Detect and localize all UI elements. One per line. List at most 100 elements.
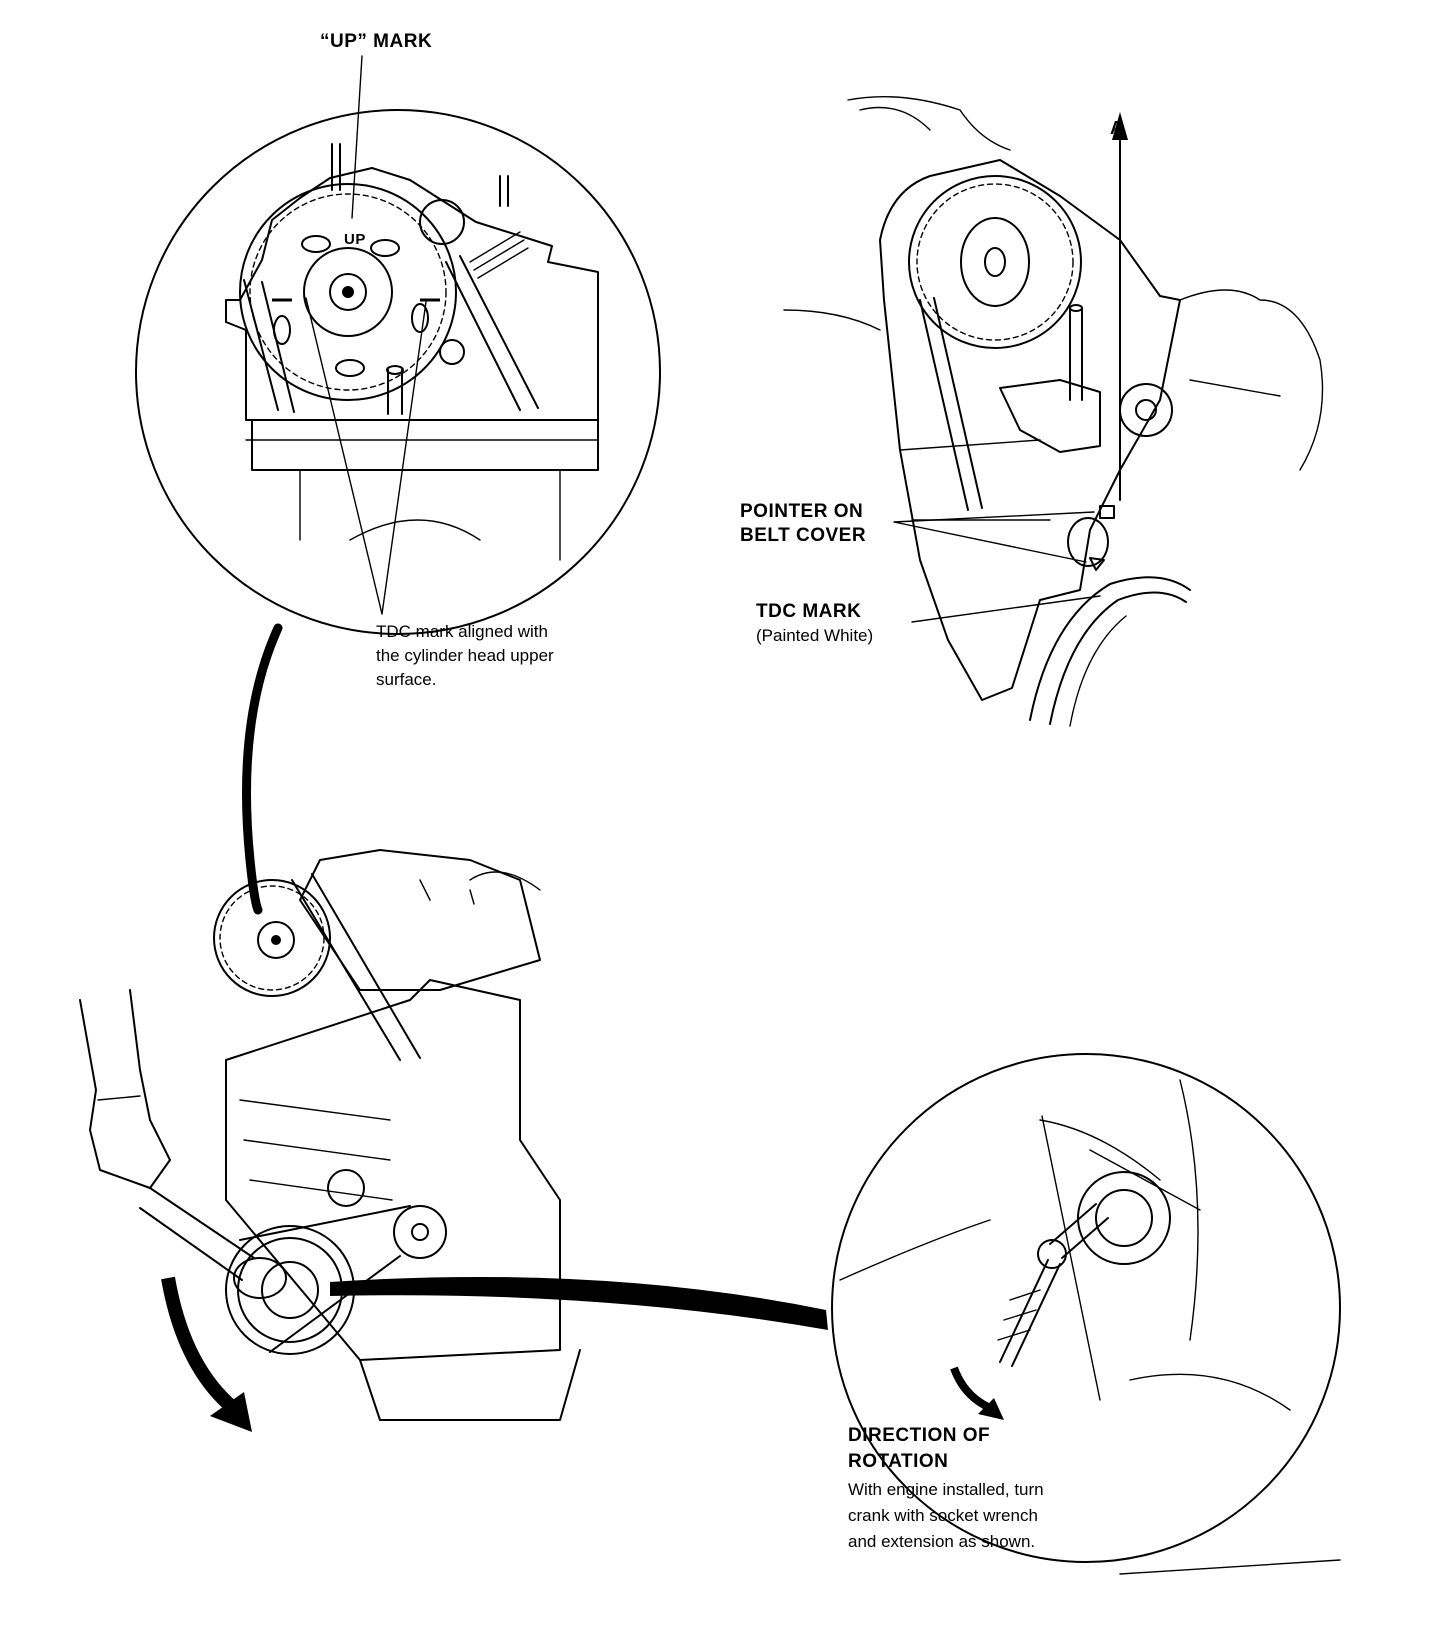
detail-extension <box>1049 1203 1109 1259</box>
cam-pulley-right-hub <box>960 217 1030 307</box>
tdc-mark-leader-right <box>911 595 1101 623</box>
engine-outline-top <box>847 95 1011 151</box>
pulley-slot-3 <box>411 303 429 333</box>
direction-label-line1: DIRECTION OF <box>848 1425 991 1446</box>
socket-wrench-detail <box>831 1053 1341 1575</box>
cam-pulley-outer <box>239 183 457 401</box>
detail-crank-pulley-hub <box>1095 1189 1153 1247</box>
engine-outline-top-2 <box>859 106 931 131</box>
cam-pulley-right-teeth <box>916 183 1074 341</box>
pointer-leaders <box>893 511 1095 563</box>
head-lower-block <box>251 419 599 471</box>
water-pump-pulley <box>1119 383 1173 437</box>
engine-block <box>225 979 561 1361</box>
cam-pulley-teeth <box>249 193 447 391</box>
timing-belt-right <box>445 255 539 411</box>
camshaft-pulley-detail <box>135 55 661 635</box>
pointer-label-line2: BELT COVER <box>740 525 867 546</box>
detail-ratchet-handle <box>999 1259 1061 1367</box>
rotation-arrow-main-head <box>210 1392 252 1432</box>
engine-side-lines <box>783 289 1324 471</box>
detail-crank-pulley <box>1077 1171 1171 1265</box>
cam-pulley-bolt <box>329 273 367 311</box>
rotation-arrow-detail-head <box>978 1398 1004 1420</box>
block-detail <box>299 469 561 561</box>
tensioner-spring <box>469 231 529 279</box>
cam-pulley-hub <box>303 247 393 337</box>
main-crank-pulley-hub <box>261 1261 319 1319</box>
pointer-label-line1: POINTER ON <box>740 501 864 522</box>
main-cylinder-head <box>299 849 541 991</box>
handle-grip <box>997 1289 1041 1341</box>
direction-leader <box>1119 1559 1341 1575</box>
studs <box>331 143 509 207</box>
connector-top <box>242 623 283 915</box>
timing-belt-left <box>243 279 295 413</box>
detail-background <box>839 1219 1291 1411</box>
arm-hand <box>79 989 171 1189</box>
accessory-belt <box>239 1205 411 1353</box>
head-details <box>419 871 541 905</box>
magnifier-circle-top-left <box>135 109 661 635</box>
up-mark-label: “UP” MARK <box>320 31 433 52</box>
view-arrow-a-head <box>1112 112 1128 140</box>
cover-boss <box>1067 517 1109 567</box>
sleeve-cuff <box>97 1095 141 1101</box>
tdc-aligned-line2: the cylinder head upper <box>376 646 554 665</box>
cam-pulley-right <box>908 175 1082 349</box>
cam-pulley-right-center <box>984 247 1006 277</box>
bracket-body <box>999 379 1101 453</box>
up-mark-leader <box>351 55 363 219</box>
magnifier-circle-bottom-right <box>831 1053 1341 1563</box>
tdc-mark-leaders <box>305 297 427 615</box>
alternator-hub <box>411 1223 429 1241</box>
main-cam-pulley-teeth <box>219 885 325 991</box>
main-cam-center <box>271 935 281 945</box>
alternator-pulley <box>393 1205 447 1259</box>
stud-lower-top <box>386 365 404 375</box>
direction-text-line5: and extension as shown. <box>848 1532 1036 1551</box>
direction-text-line4: crank with socket wrench <box>848 1506 1038 1525</box>
painted-white-label: (Painted White) <box>756 626 874 645</box>
connector-bottom <box>330 1276 828 1330</box>
main-cam-pulley <box>213 879 331 997</box>
wrench-socket <box>233 1257 287 1299</box>
view-letter-a: A <box>1110 118 1124 138</box>
main-timing-belt <box>291 873 421 1061</box>
detail-ratchet-head <box>1037 1239 1067 1269</box>
tdc-aligned-line3: surface. <box>376 670 437 689</box>
pulley-slot-4 <box>335 359 365 377</box>
pointer-tip <box>1089 557 1105 571</box>
engine-underside-lines <box>1039 1079 1201 1401</box>
tdc-mark-label: TDC MARK <box>756 601 862 622</box>
timing-belt-cover <box>879 159 1181 701</box>
socket-wrench <box>139 1187 255 1281</box>
rotation-arrow-detail <box>950 1366 992 1412</box>
up-text-on-pulley: UP <box>344 231 366 248</box>
direction-text-line3: With engine installed, turn <box>848 1480 1044 1499</box>
pulley-slot-1 <box>301 235 331 253</box>
main-tensioner <box>327 1169 365 1207</box>
tensioner-pulley <box>419 199 465 245</box>
engine-main-view <box>79 849 581 1432</box>
pulley-slot-2 <box>370 239 400 257</box>
belt-cover-pointer <box>1099 505 1115 519</box>
belt-right-view <box>919 297 983 511</box>
bracket-stud <box>1069 307 1083 401</box>
cam-pulley-center <box>342 286 354 298</box>
crank-pulley-right <box>1029 576 1191 725</box>
bracket-stud-top <box>1069 304 1083 312</box>
main-crank-pulley-inner <box>237 1237 343 1343</box>
direction-label-line2: ROTATION <box>848 1451 949 1472</box>
stud-lower <box>387 369 403 415</box>
oil-pan <box>359 1349 581 1421</box>
water-pump-hub <box>1135 399 1157 421</box>
tdc-aligned-line1: TDC mark aligned with <box>376 622 548 641</box>
cover-ribs-main <box>239 1099 393 1201</box>
idler-bolt <box>439 339 465 365</box>
main-cam-hub <box>257 921 295 959</box>
crank-pulley-groove <box>1069 615 1127 727</box>
belt-cover-view <box>783 95 1324 727</box>
